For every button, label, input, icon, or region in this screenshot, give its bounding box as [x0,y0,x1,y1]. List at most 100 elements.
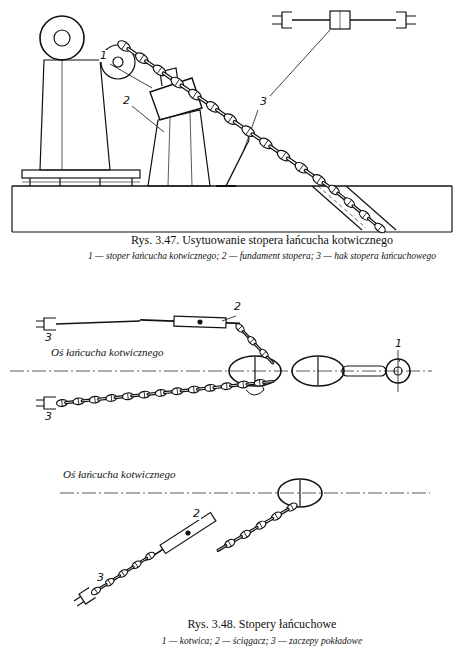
drawing-stroke [110,64,152,88]
drawing-stroke [22,170,140,178]
drawing-stroke [373,221,387,234]
drawing-stroke [95,589,98,594]
drawing-stroke [40,60,110,170]
drawing-stroke [272,12,292,28]
drawing-stroke [62,60,63,170]
callout-number: 2 [192,508,201,520]
drawing-stroke [292,356,344,386]
axis-label: Oś łańcucha kotwicznego [62,468,176,480]
callout-number: 3 [44,411,53,423]
drawing-stroke [10,371,432,372]
drawing-stroke [266,356,274,365]
drawing-stroke [217,544,227,551]
drawing-stroke [299,480,300,506]
drawing-stroke [22,182,140,183]
drawing-stroke [90,586,102,596]
drawing-stroke [12,185,452,186]
drawing-stroke [12,11,452,232]
drawing-stroke [190,113,192,186]
drawing-stroke [246,128,250,134]
drawing-stroke [342,366,386,376]
caption-key: 1 — kotwica; 2 — ściągacz; 3 — zaczepy p… [161,636,363,646]
drawing-stroke [373,221,387,234]
drawing-stroke [140,55,144,61]
callout-number: 3 [44,332,53,344]
drawing-stroke [90,586,102,596]
drawing-stroke [143,512,216,564]
drawing-stroke [299,165,303,171]
drawing-stroke [281,152,285,158]
drawing-stroke [132,106,164,132]
drawing-stroke [226,383,228,389]
drawing-stroke [262,352,266,356]
drawing-stroke [275,514,278,519]
drawing-stroke [396,12,416,28]
figure-caption: Rys. 3.48. Stopery łańcuchowe [187,618,338,631]
drawing-stroke [175,79,179,85]
drawing-stroke [259,380,261,386]
drawing-stroke [160,512,216,553]
callout-number: 2 [122,95,131,107]
drawing-stroke [266,356,274,365]
drawing-stroke [36,397,56,409]
drawing-stroke [177,388,179,394]
drawing-stroke [54,30,70,46]
drawing-stroke [238,326,242,330]
drawing-stroke [347,200,351,205]
drawing-stroke [140,320,174,321]
drawing-stroke [185,530,191,536]
drawing-stroke [398,350,399,392]
drawing-stroke [36,318,56,330]
drawing-stroke [60,479,430,608]
drawing-stroke [211,104,215,110]
callout-number: 2 [233,301,242,313]
drawing-stroke [290,504,293,509]
drawing-stroke [242,382,244,388]
drawing-stroke [12,231,452,232]
drawing-stroke [148,110,210,186]
callout-number: 3 [96,572,105,584]
drawing-stroke [317,177,321,183]
drawing-stroke [210,385,212,391]
drawing-stroke [61,400,63,406]
drawing-stroke [318,186,366,228]
drawing-stroke [94,397,96,403]
drawing-stroke [113,57,123,67]
caption-key: 1 — stoper łańcucha kotwicznego; 2 — fun… [87,251,437,261]
drawing-stroke [363,213,367,218]
drawing-stroke [160,390,162,396]
drawing-stroke [168,118,170,186]
drawing-stroke [451,186,452,232]
drawing-stroke [60,493,430,494]
drawing-stroke [56,39,387,597]
drawing-stroke [40,16,84,60]
drawing-stroke [140,315,240,328]
drawing-stroke [216,185,236,187]
drawing-stroke [222,316,236,321]
drawing-stroke [259,523,262,528]
drawing-stroke [262,380,273,383]
drawing-stroke [340,11,341,29]
drawing-stroke [229,356,281,386]
drawing-stroke [135,562,138,567]
drawing-stroke [226,146,246,186]
axis-label: Oś łańcucha kotwicznego [50,346,164,358]
callout-number: 1 [99,50,108,62]
drawing-stroke [193,387,195,393]
drawing-stroke [330,11,350,29]
drawing-stroke [244,532,247,537]
drawing-stroke [122,571,125,576]
drawing-stroke [250,339,254,343]
drawing-stroke [127,393,129,399]
drawing-stroke [312,186,362,230]
drawing-stroke [399,359,400,362]
drawing-stroke [317,357,318,385]
drawing-stroke [262,380,273,383]
figure-caption: Rys. 3.47. Usytuowanie stopera łańcucha … [130,234,394,247]
drawing-stroke [228,116,232,122]
drawing-stroke [157,67,161,73]
drawing-stroke [144,392,146,398]
drawing-stroke [108,580,111,585]
drawing-stroke [217,544,227,551]
